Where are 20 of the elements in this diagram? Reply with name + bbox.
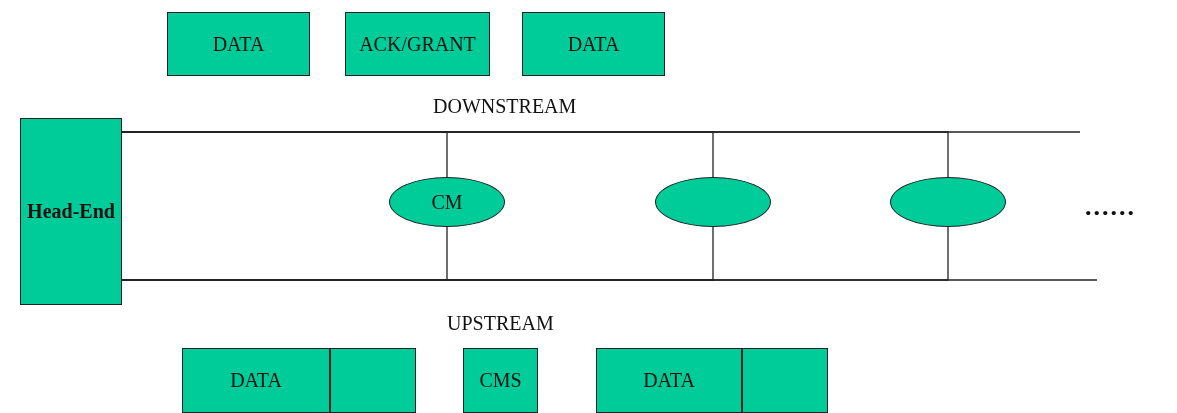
node-label: DATA <box>212 32 265 56</box>
packet-box <box>522 12 665 76</box>
node-label: ACK/GRANT <box>359 32 476 56</box>
continuation-dots: ...... <box>1085 192 1136 222</box>
node-label: DATA <box>567 32 620 56</box>
bus-label: UPSTREAM <box>447 312 554 335</box>
node-label: DATA <box>230 369 282 392</box>
node-label: CMS <box>479 369 522 392</box>
packet-box <box>182 348 330 413</box>
packet-box <box>463 348 538 413</box>
packet-box <box>345 12 490 76</box>
packet-box <box>330 348 416 413</box>
head-end-box <box>20 118 122 305</box>
packet-box <box>742 348 828 413</box>
packet-box <box>596 348 742 413</box>
node-label: CM <box>431 190 463 214</box>
bus-label: DOWNSTREAM <box>433 95 577 118</box>
packet-box <box>167 12 310 76</box>
node-label: Head-End <box>27 200 115 223</box>
node-label: DATA <box>643 369 695 392</box>
